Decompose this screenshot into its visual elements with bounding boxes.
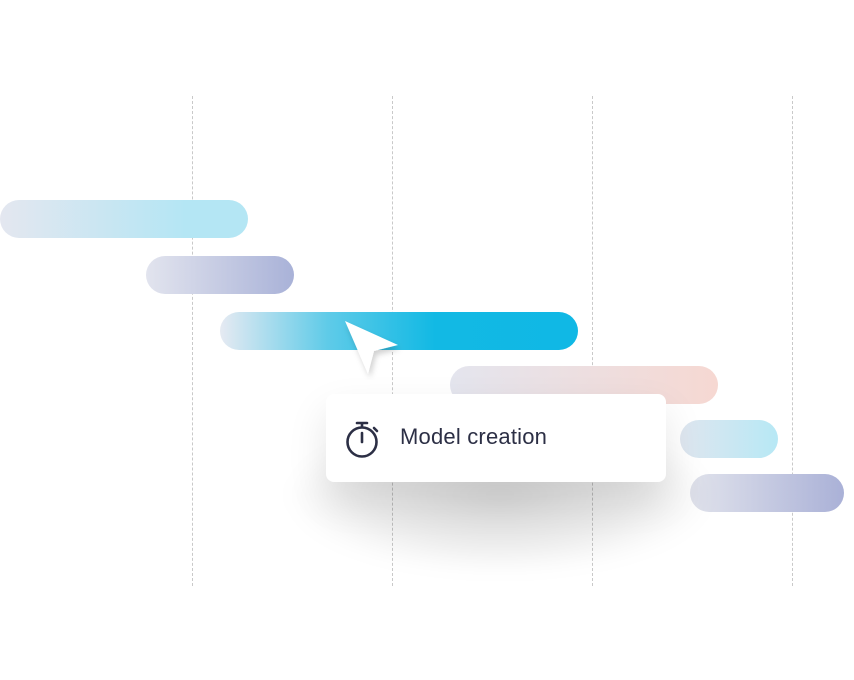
cursor-arrow-icon bbox=[345, 321, 398, 374]
tooltip-label: Model creation bbox=[400, 424, 548, 449]
timeline-bar[interactable] bbox=[680, 420, 778, 458]
gridline bbox=[792, 96, 793, 586]
timeline-bar[interactable] bbox=[146, 256, 294, 294]
task-tooltip: Model creation bbox=[326, 394, 666, 482]
stopwatch-icon bbox=[346, 421, 379, 458]
gridline bbox=[192, 96, 193, 586]
timeline-bar[interactable] bbox=[690, 474, 844, 512]
gridline bbox=[592, 96, 593, 586]
timeline-bar-active[interactable] bbox=[220, 312, 578, 350]
timeline-bar[interactable] bbox=[0, 200, 248, 238]
